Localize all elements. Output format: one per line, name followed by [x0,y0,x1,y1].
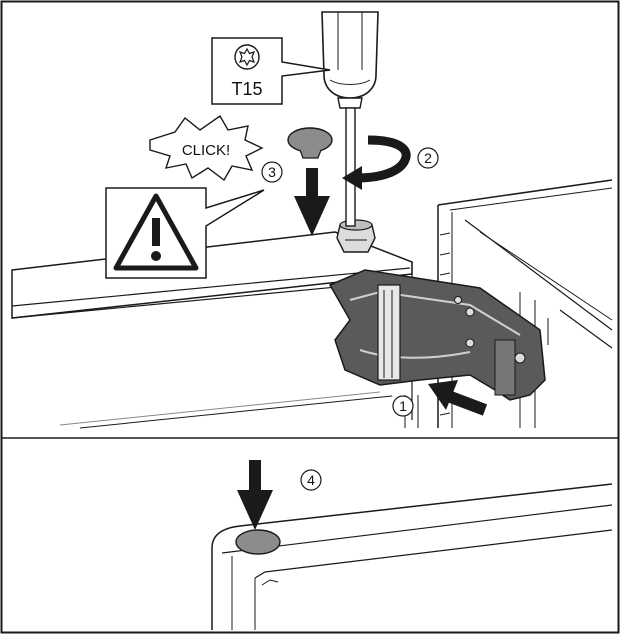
svg-text:2: 2 [424,150,432,166]
svg-text:1: 1 [399,398,407,414]
step-number-2: 2 [417,147,439,169]
bottom-panel: 4 [211,460,613,630]
torx-size-label: T15 [231,79,262,99]
cover-cap-installed [235,529,281,555]
top-panel: T15 CLICK! 1 2 3 [11,11,613,429]
hinge-screw [336,219,376,253]
step-number-4: 4 [300,469,322,491]
svg-text:4: 4 [307,472,315,488]
tool-callout: T15 [211,37,331,105]
click-text: CLICK! [182,142,230,159]
push-hinge-arrow [428,380,488,416]
warning-callout [105,187,265,279]
step-number-3: 3 [261,161,283,183]
cover-cap [287,127,333,159]
torx-star-icon [234,44,260,70]
svg-text:3: 3 [268,164,276,180]
screwdriver [321,11,379,227]
step-number-1: 1 [392,395,414,417]
warning-triangle-icon [113,193,199,271]
rotation-arrow [342,135,411,190]
insert-cap-arrow [237,460,273,530]
hinge-bracket [328,269,546,428]
door-top-corner [211,483,613,630]
push-down-arrow [294,168,330,236]
click-burst: CLICK! [149,114,264,182]
